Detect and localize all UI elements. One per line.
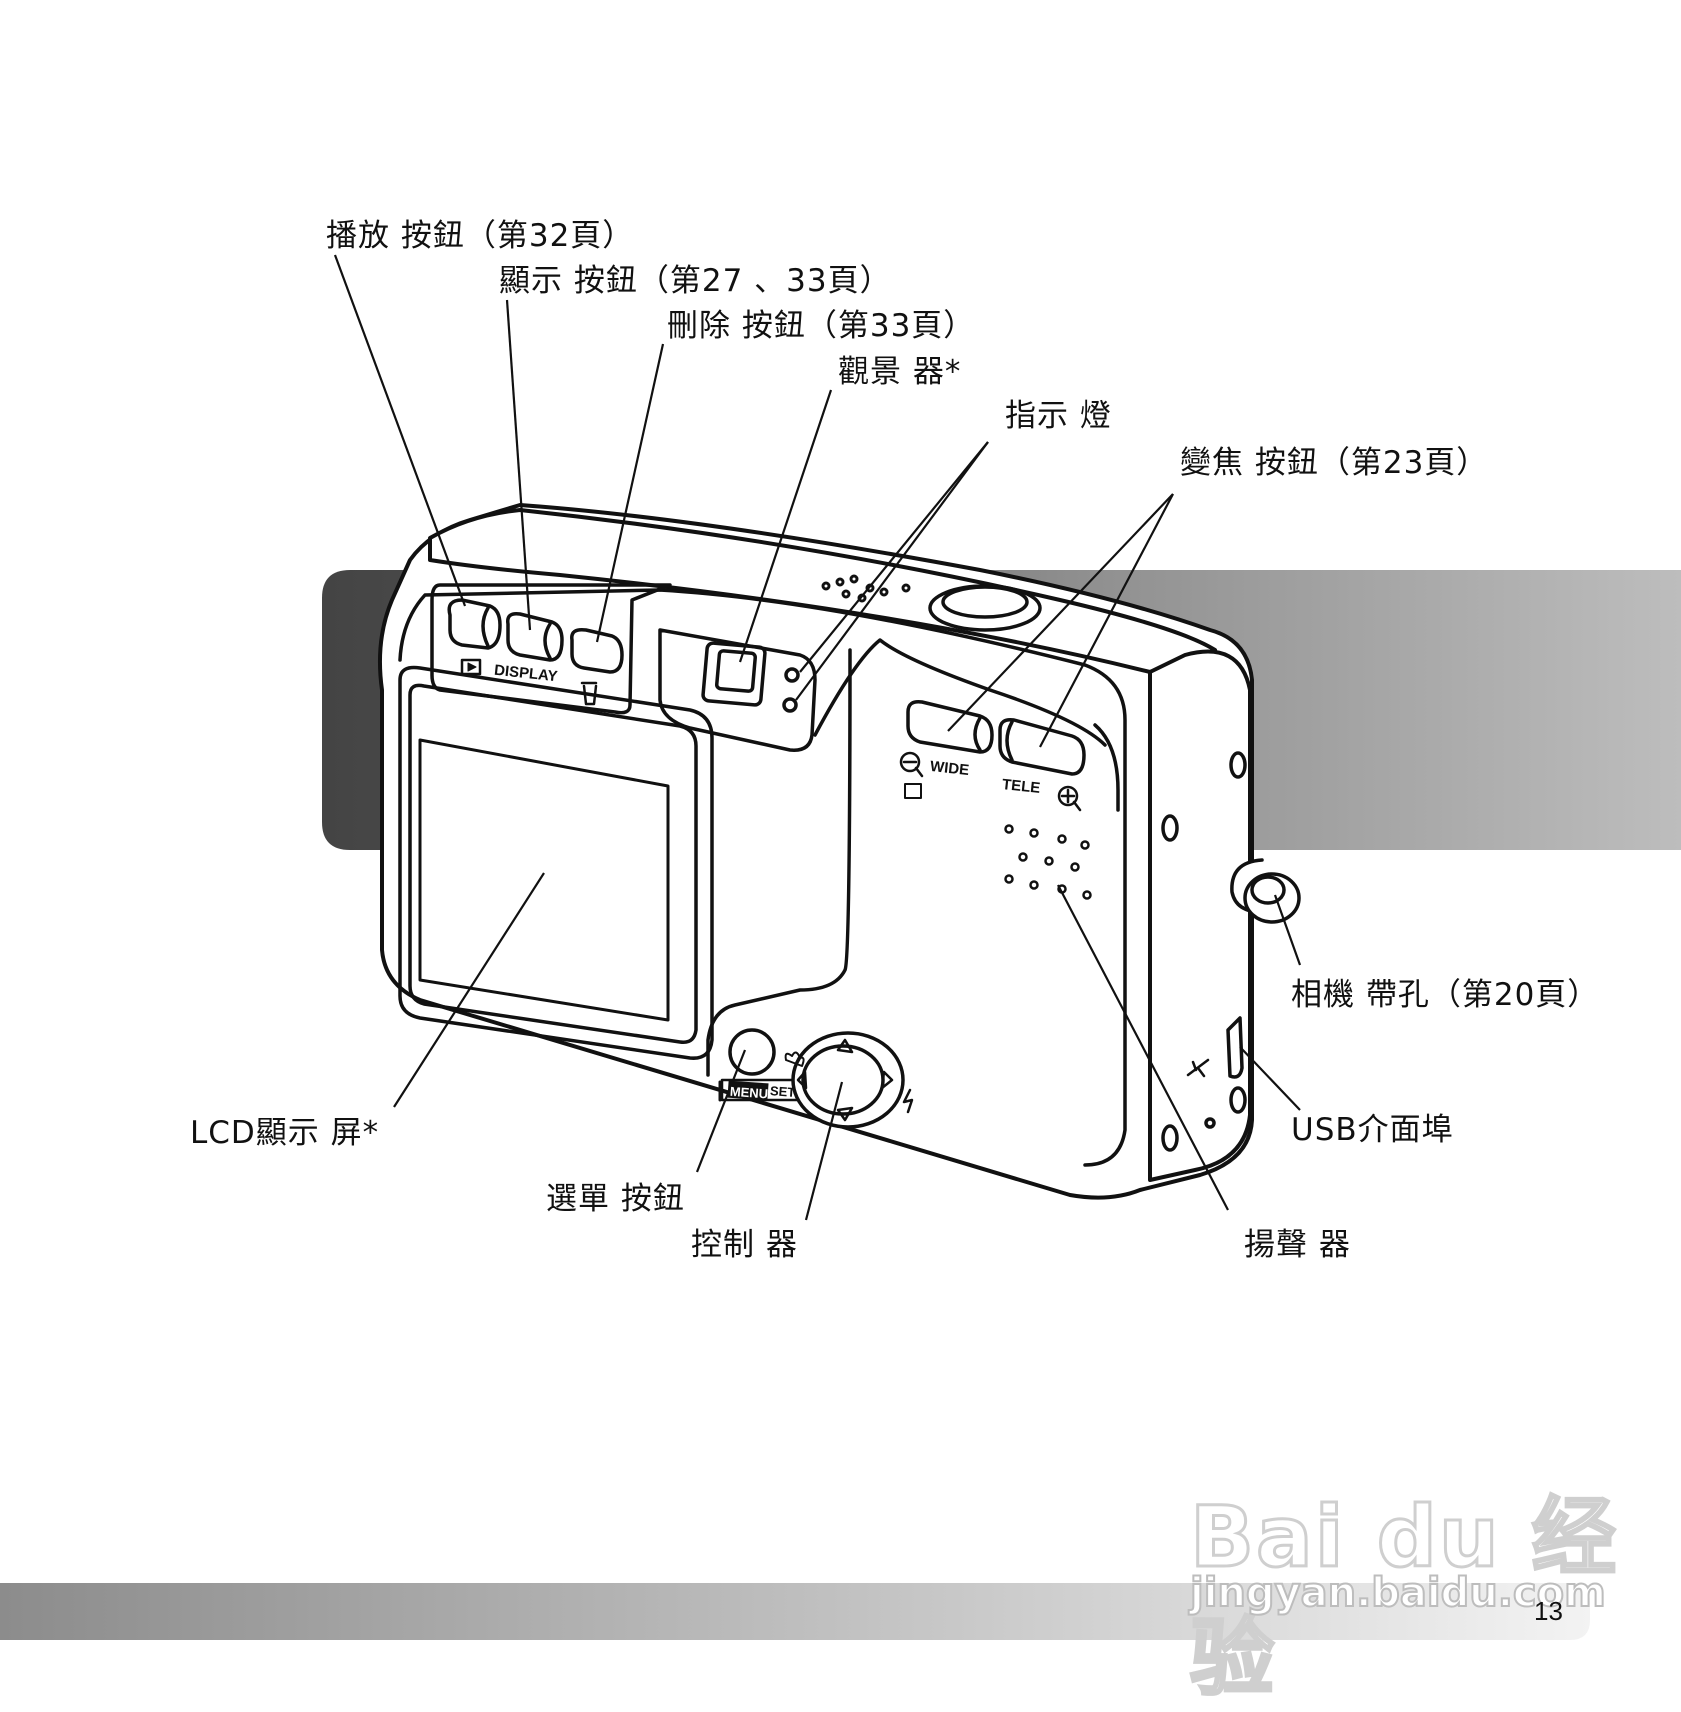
controller-outer (791, 1031, 905, 1129)
leader-display (505, 299, 532, 631)
display-button-shape (506, 611, 564, 662)
camera-body (377, 503, 1254, 1200)
camera-details (398, 574, 1301, 1167)
leader-zoom-tele (1039, 493, 1174, 748)
leader-indicator-2 (795, 441, 989, 701)
label-viewfinder: 觀景 器* (838, 354, 962, 390)
leader-indicator-1 (799, 441, 989, 673)
leader-strap (1273, 894, 1302, 966)
menu-button-shape (728, 1028, 776, 1076)
indicator-lamp-1 (784, 667, 800, 683)
leader-delete (595, 343, 665, 643)
marking-set: SET (769, 1083, 796, 1100)
leader-controller (804, 1081, 844, 1221)
wide-button-shape (906, 699, 994, 754)
lcd-bezel (398, 665, 714, 1060)
label-playback-button: 播放 按鈕（第32頁） (326, 218, 635, 254)
leader-speaker (1057, 884, 1229, 1211)
leader-menu (695, 1049, 747, 1173)
leader-playback (333, 254, 467, 607)
leader-lcd (393, 872, 545, 1108)
label-delete-button: 刪除 按鈕（第33頁） (667, 308, 976, 344)
label-indicator-lamp: 指示 燈 (1005, 398, 1112, 434)
label-controller: 控制 器 (691, 1227, 798, 1263)
usb-door (1226, 1016, 1244, 1079)
label-lcd-monitor: LCD顯示 屏* (190, 1115, 380, 1151)
lcd-screen (418, 738, 670, 1022)
viewfinder-housing (658, 628, 817, 752)
watermark-url: jingyan.baidu.com (1189, 1569, 1607, 1617)
tele-button-shape (998, 717, 1086, 776)
label-usb-port: USB介面埠 (1291, 1112, 1454, 1148)
leader-usb (1239, 1046, 1301, 1111)
indicator-lamp-2 (782, 697, 798, 713)
page-number: 13 (1534, 1596, 1563, 1626)
label-zoom-buttons: 變焦 按鈕（第23頁） (1180, 445, 1489, 481)
leader-lines (333, 254, 1302, 1221)
footer-bar (0, 1583, 1590, 1640)
delete-button-shape (570, 627, 624, 674)
label-menu-button: 選單 按鈕 (546, 1181, 685, 1217)
label-strap-eyelet: 相機 帶孔（第20頁） (1291, 977, 1600, 1013)
viewfinder-window (701, 641, 767, 707)
leader-viewfinder (738, 389, 833, 663)
marking-menu: MENU (727, 1080, 769, 1101)
label-speaker: 揚聲 器 (1244, 1227, 1351, 1263)
leader-zoom-wide (947, 493, 1174, 732)
label-display-button: 顯示 按鈕（第27 、33頁） (499, 263, 892, 299)
playback-button-shape (447, 598, 502, 650)
